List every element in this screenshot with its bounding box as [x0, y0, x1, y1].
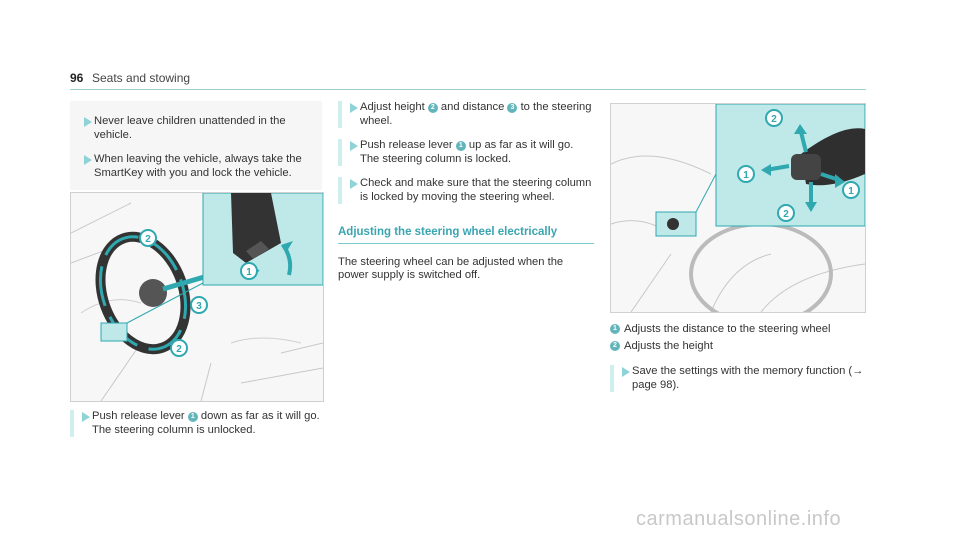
arrow-icon	[82, 412, 90, 422]
callout-marker: 1	[240, 262, 258, 280]
callout-marker: 2	[777, 204, 795, 222]
svg-text:1: 1	[246, 267, 252, 278]
callout-marker: 1	[737, 165, 755, 183]
step-text: to the steering wheel.	[360, 101, 592, 127]
instruction-step: Push release lever 1 up as far as it wil…	[338, 139, 594, 166]
callout-badge: 3	[507, 103, 518, 113]
legend-item: 1 Adjusts the distance to the steering w…	[610, 323, 866, 337]
legend-text: Adjusts the distance to the steering whe…	[624, 323, 831, 335]
step-text: and distance	[440, 101, 505, 113]
column-1-step: Push release lever 1 down as far as it w…	[70, 410, 322, 448]
section-heading: Adjusting the steering wheel electricall…	[338, 226, 594, 244]
note-item: When leaving the vehicle, always take th…	[76, 153, 312, 180]
svg-text:2: 2	[145, 234, 151, 245]
column-1: Never leave children unattended in the v…	[70, 101, 322, 190]
arrow-icon	[622, 367, 630, 377]
step-result: The steering column is unlocked.	[92, 423, 256, 436]
page-number: 96	[70, 71, 84, 85]
page-title: Seats and stowing	[92, 71, 191, 85]
step-text: Push release lever	[360, 139, 453, 151]
arrow-icon	[350, 179, 358, 189]
note-text: Never leave children unattended in the v…	[94, 115, 286, 141]
instruction-step: Adjust height 2 and distance 3 to the st…	[338, 101, 594, 128]
watermark: carmanualsonline.info	[636, 508, 842, 530]
figure-steering-column-manual: 2 1 3 2	[70, 192, 324, 402]
callout-badge: 1	[455, 141, 466, 151]
arrow-icon	[350, 103, 358, 113]
svg-text:2: 2	[771, 114, 777, 125]
svg-text:2: 2	[176, 344, 182, 355]
arrow-icon	[350, 141, 358, 151]
svg-text:3: 3	[196, 301, 202, 312]
callout-badge: 1	[187, 412, 198, 422]
svg-text:2: 2	[783, 209, 789, 220]
page-header: 96 Seats and stowing	[70, 70, 866, 90]
callout-marker: 2	[139, 229, 157, 247]
arrow-icon	[84, 155, 92, 165]
column-3-text: 1 Adjusts the distance to the steering w…	[610, 323, 866, 403]
svg-text:1: 1	[848, 186, 854, 197]
step-text: Push release lever	[92, 410, 185, 422]
step-text: down as far as it will go.	[200, 410, 320, 422]
callout-badge: 2	[610, 340, 620, 351]
instruction-step: Push release lever 1 down as far as it w…	[70, 410, 322, 437]
arrow-icon	[84, 117, 92, 127]
legend-text: Adjusts the height	[624, 339, 713, 352]
callout-marker: 3	[190, 296, 208, 314]
callout-badge: 1	[610, 324, 620, 334]
column-2: Adjust height 2 and distance 3 to the st…	[338, 101, 594, 283]
callout-marker: 2	[765, 109, 783, 127]
callout-badge: 2	[427, 103, 438, 113]
instruction-step: Check and make sure that the steering co…	[338, 177, 594, 204]
callout-marker: 1	[842, 181, 860, 199]
step-text: Adjust height	[360, 101, 425, 113]
svg-text:1: 1	[743, 170, 749, 181]
note-text: When leaving the vehicle, always take th…	[94, 153, 302, 179]
step-text: Check and make sure that the steering co…	[360, 177, 592, 203]
callout-marker: 2	[170, 339, 188, 357]
figure-steering-electric: 2 1 1 2	[610, 103, 866, 313]
legend-item: 2 Adjusts the height	[610, 340, 866, 354]
step-result: The steering column is locked.	[360, 152, 512, 165]
step-text: Save the settings with the memory functi…	[632, 365, 864, 391]
note-item: Never leave children unattended in the v…	[76, 115, 312, 142]
instruction-step: Save the settings with the memory functi…	[610, 365, 866, 392]
step-text: up as far as it will go.	[468, 139, 574, 151]
safety-note-box: Never leave children unattended in the v…	[70, 101, 322, 190]
section-paragraph: The steering wheel can be adjusted when …	[338, 255, 564, 282]
